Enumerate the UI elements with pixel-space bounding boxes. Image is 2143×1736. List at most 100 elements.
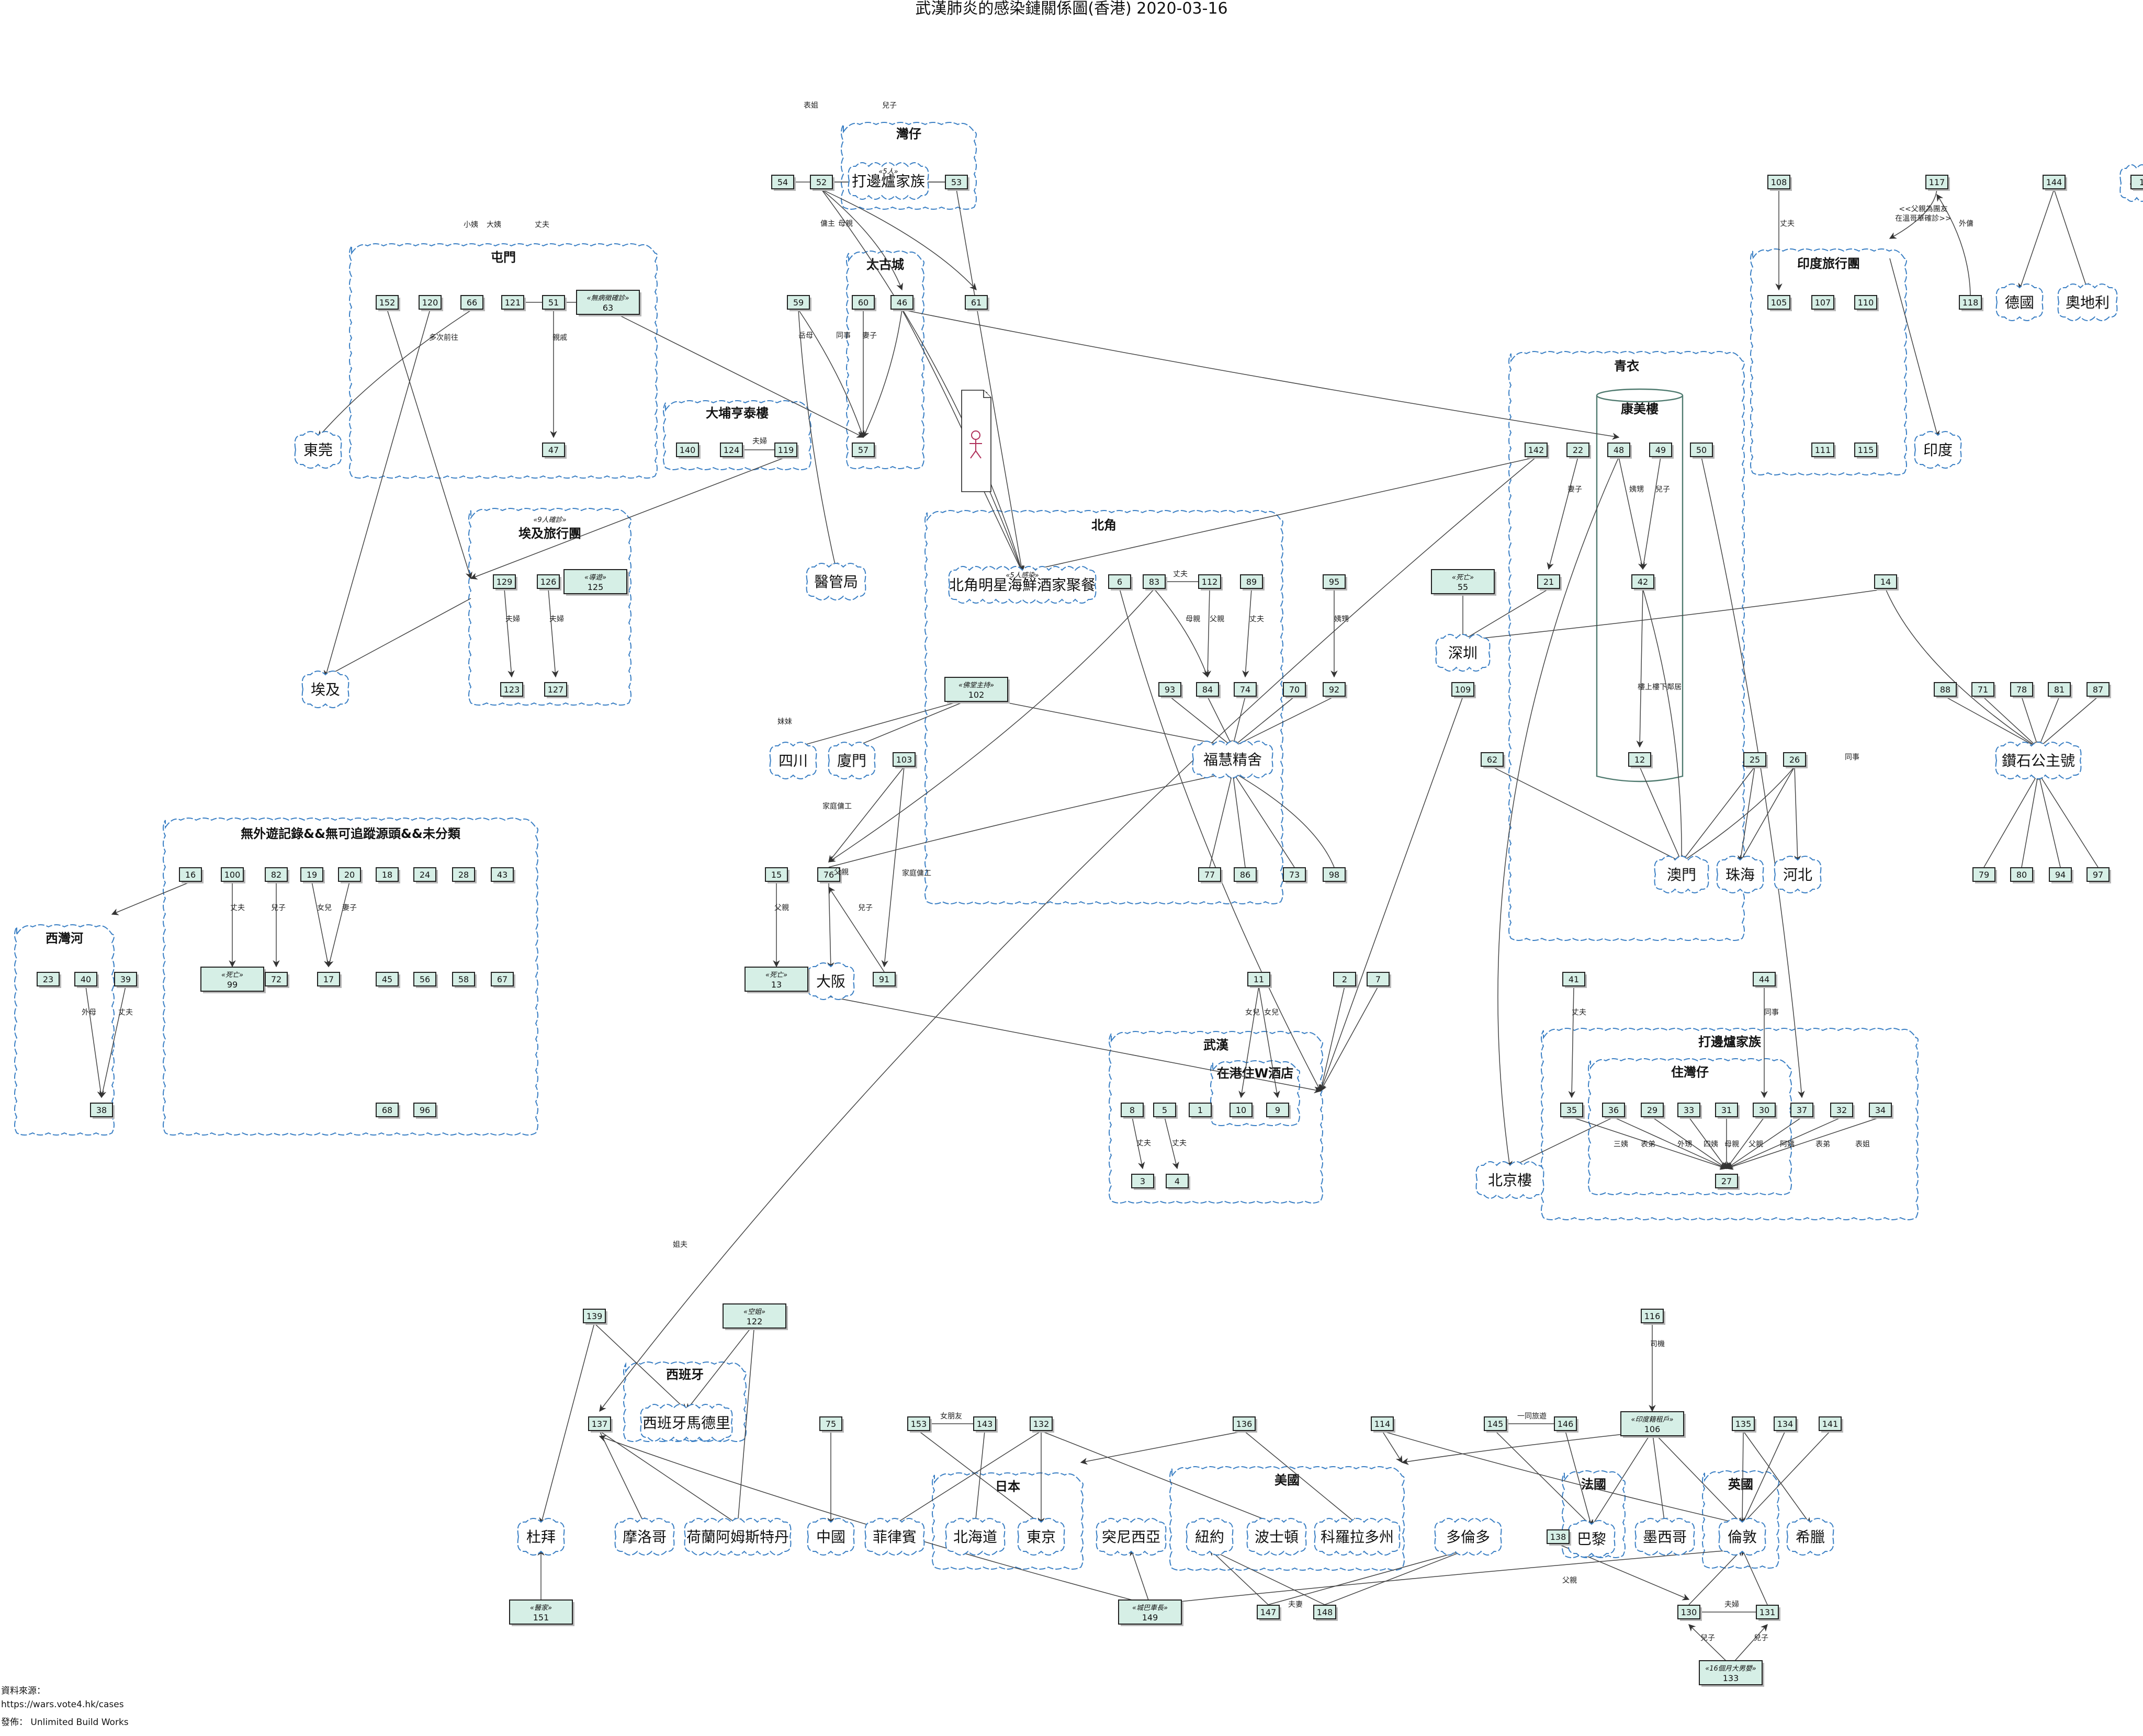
case-label-30: 30 bbox=[1759, 1105, 1769, 1115]
place-boston: 波士頓 bbox=[1246, 1518, 1307, 1556]
case-119: 119 bbox=[774, 442, 799, 459]
case-94: 94 bbox=[2049, 867, 2073, 883]
case-label-112: 112 bbox=[1202, 577, 1218, 587]
edge-n49-n42 bbox=[1640, 457, 1661, 570]
case-label-82: 82 bbox=[271, 870, 281, 880]
edge-label-e27: 妻子 bbox=[1567, 485, 1582, 494]
edge-label-e63: 夫婦 bbox=[1724, 1600, 1739, 1609]
edge-n48-n42 bbox=[1618, 457, 1645, 570]
place-tokyo: 東京 bbox=[1017, 1518, 1065, 1556]
case-117: 117 bbox=[1925, 175, 1950, 191]
group-indiatour: 印度旅行團 bbox=[1750, 248, 1907, 475]
edge-n87-diamond bbox=[2037, 696, 2099, 748]
edge-label-e56: 表姐 bbox=[1855, 1140, 1870, 1149]
case-153: 153 bbox=[907, 1416, 932, 1433]
case-58: 58 bbox=[452, 972, 477, 988]
edge-n145-paris bbox=[1495, 1431, 1592, 1527]
edge-n109-wuhan_in bbox=[1319, 696, 1463, 1092]
place-germany: 德國 bbox=[1995, 283, 2044, 321]
case-70: 70 bbox=[1283, 682, 1307, 698]
case-label-107: 107 bbox=[1815, 298, 1831, 308]
case-label-96: 96 bbox=[420, 1105, 430, 1115]
case-129: 129 bbox=[493, 574, 517, 591]
edge-label-e24: 父親 bbox=[774, 904, 789, 912]
edge-n77-fuhui bbox=[1209, 771, 1235, 868]
edge-n103-n76 bbox=[828, 766, 905, 863]
edge-n117-indiatour_in bbox=[1889, 189, 1937, 239]
edge-n26-hebei bbox=[1794, 766, 1801, 863]
case-label-140: 140 bbox=[680, 445, 696, 455]
edge-label-e38: 女兒 bbox=[317, 903, 332, 912]
place-shenzhen: 深圳 bbox=[1435, 634, 1491, 672]
edge-n122-madrid bbox=[686, 1323, 755, 1411]
case-label-46: 46 bbox=[897, 298, 907, 308]
case-13: «死亡»13 bbox=[745, 967, 810, 993]
case-label-135: 135 bbox=[1735, 1419, 1752, 1429]
case-147: 147 bbox=[1257, 1605, 1281, 1621]
edge-n146-paris bbox=[1565, 1431, 1594, 1527]
edge-n97-diamond bbox=[2038, 772, 2099, 868]
case-46: 46 bbox=[890, 295, 915, 311]
place-mexico: 墨西哥 bbox=[1634, 1518, 1695, 1556]
place-dongguan: 東莞 bbox=[294, 431, 342, 469]
case-label-19: 19 bbox=[307, 870, 317, 880]
edge-label-e10: 岳母 bbox=[798, 332, 813, 340]
case-label-38: 38 bbox=[96, 1105, 107, 1115]
case-label-136: 136 bbox=[1236, 1419, 1253, 1429]
edge-n29-n27 bbox=[1652, 1117, 1728, 1169]
place-label-zhuhai: 珠海 bbox=[1725, 866, 1755, 883]
case-71: 71 bbox=[1971, 682, 1996, 698]
edge-n71-diamond bbox=[1982, 696, 2039, 748]
group-northpoint: 北角 bbox=[924, 510, 1283, 904]
case-label-13: 13 bbox=[771, 980, 782, 990]
edge-label-e46: 丈夫 bbox=[1572, 1008, 1586, 1017]
case-label-37: 37 bbox=[1797, 1105, 1807, 1115]
case-24: 24 bbox=[413, 867, 438, 883]
case-55: «死亡»55 bbox=[1431, 569, 1496, 596]
place-beijinglo: 北京樓 bbox=[1475, 1161, 1544, 1199]
case-135: 135 bbox=[1732, 1416, 1756, 1433]
case-73: 73 bbox=[1283, 867, 1307, 883]
edge-n83-n76 bbox=[828, 588, 1155, 863]
case-1: 1 bbox=[1189, 1103, 1213, 1119]
place-label-amsterdam: 荷蘭阿姆斯特丹 bbox=[686, 1528, 789, 1546]
case-label-23: 23 bbox=[43, 974, 53, 984]
group-uk: 英國 bbox=[1702, 1470, 1779, 1569]
case-label-41: 41 bbox=[1569, 974, 1579, 984]
case-56: 56 bbox=[413, 972, 438, 988]
group-label-wanchai: 灣仔 bbox=[896, 127, 921, 141]
edge-label-e11: 同事 bbox=[836, 332, 851, 340]
edge-n73-fuhui bbox=[1232, 771, 1295, 868]
case-136: 136 bbox=[1233, 1416, 1257, 1433]
edge-n80-diamond bbox=[2021, 772, 2041, 868]
case-68: 68 bbox=[376, 1103, 400, 1119]
edge-label-e28: 姨甥 bbox=[1629, 485, 1644, 494]
case-label-153: 153 bbox=[911, 1419, 927, 1429]
case-stereotype-151: «醫家» bbox=[530, 1604, 552, 1612]
place-fuhui: 福慧精舍 bbox=[1192, 741, 1273, 778]
place-label-xiamen: 廈門 bbox=[837, 752, 866, 769]
place-india: 印度 bbox=[1914, 431, 1962, 469]
case-label-33: 33 bbox=[1684, 1105, 1694, 1115]
group-clusters: 灣仔屯門太古城大埔亨泰樓埃及旅行團北角青衣印度旅行團無外遊記錄&&無可追蹤源頭&… bbox=[14, 122, 1919, 1571]
edge-label-e49: 表弟 bbox=[1641, 1140, 1655, 1149]
group-tuenmun: 屯門 bbox=[349, 243, 658, 479]
case-48: 48 bbox=[1607, 442, 1632, 459]
case-29: 29 bbox=[1641, 1103, 1665, 1119]
edge-n66-dongguan bbox=[318, 309, 472, 438]
case-label-143: 143 bbox=[977, 1419, 993, 1429]
case-label-130: 130 bbox=[1681, 1607, 1697, 1617]
group-label-tuenmun: 屯門 bbox=[491, 250, 516, 265]
case-label-26: 26 bbox=[1789, 755, 1800, 765]
case-39: 39 bbox=[114, 972, 139, 988]
place-label-dubai: 杜拜 bbox=[526, 1528, 556, 1546]
case-92: 92 bbox=[1323, 682, 1347, 698]
edge-n114-usa_in bbox=[1382, 1431, 1403, 1463]
place-label-toronto: 多倫多 bbox=[1446, 1528, 1490, 1546]
edge-n132-philippines bbox=[894, 1431, 1042, 1525]
edge-n132-boston bbox=[1041, 1431, 1278, 1525]
case-label-45: 45 bbox=[382, 974, 392, 984]
edge-n133-n130 bbox=[1688, 1624, 1731, 1666]
edge-label-e25: 兒子 bbox=[858, 904, 873, 912]
